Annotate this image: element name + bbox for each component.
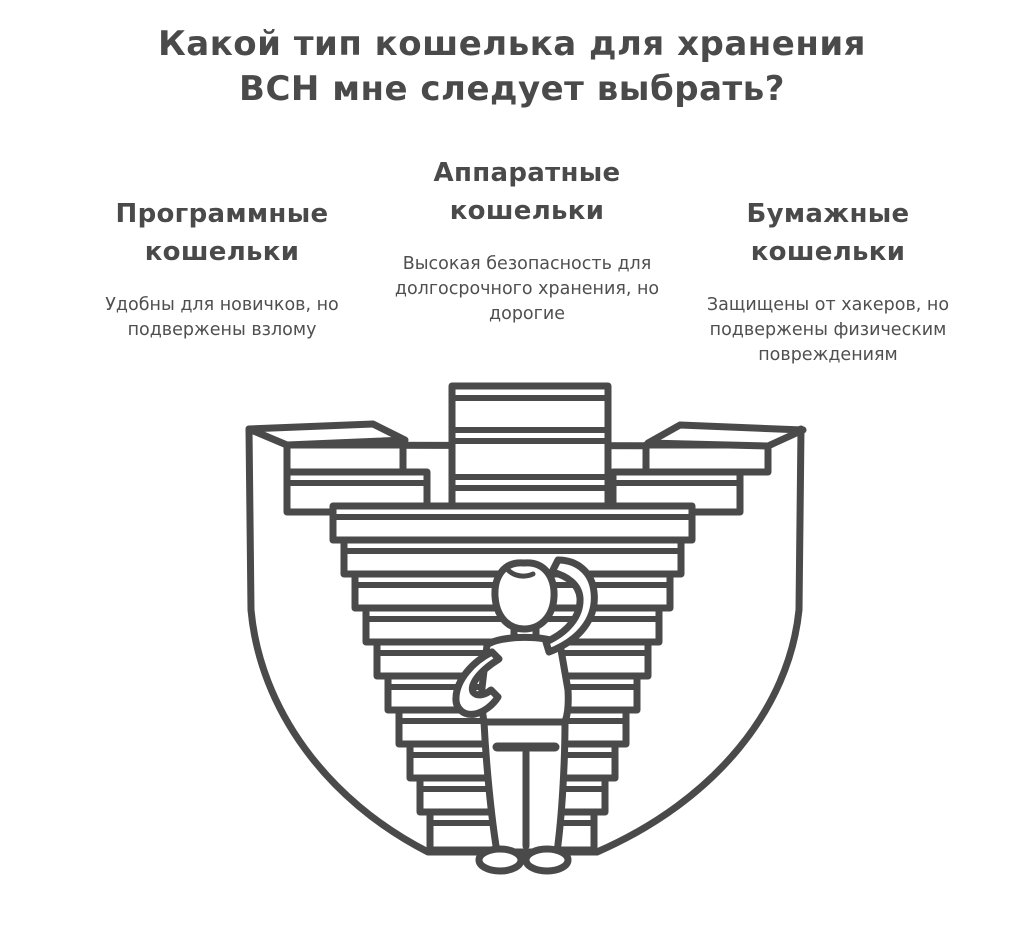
paper-wallets-heading: Бумажные кошельки: [746, 199, 910, 267]
funnel-outline: [245, 425, 805, 856]
person-head: [491, 559, 558, 633]
person-left-foot: [475, 845, 525, 875]
column-paper-wallets: Бумажные кошельки Защищены от хакеров, н…: [682, 196, 974, 368]
paper-wallets-description: Защищены от хакеров, но подвержены физич…: [706, 295, 950, 366]
person-right-arm: [542, 556, 598, 656]
software-wallets-description: Удобны для новичков, но подвержены взлом…: [105, 295, 339, 341]
page-title: Какой тип кошелька для хранения BCH мне …: [158, 24, 866, 109]
staircase-steps: [329, 502, 696, 854]
confused-person: [452, 556, 598, 875]
software-wallets-heading: Программные кошельки: [115, 199, 329, 267]
person-left-arm: [452, 648, 503, 718]
hardware-wallets-description: Высокая безопасность для долгосрочного х…: [394, 254, 660, 325]
left-platform: [245, 420, 431, 516]
person-neck: [510, 614, 540, 644]
person-torso: [478, 633, 572, 726]
column-software-wallets: Программные кошельки Удобны для новичков…: [82, 196, 362, 343]
person-pants: [480, 718, 569, 856]
right-platform: [609, 421, 807, 516]
person-right-foot: [522, 845, 572, 875]
column-hardware-wallets: Аппаратные кошельки Высокая безопасность…: [367, 155, 687, 327]
middle-platform: [448, 382, 612, 516]
hardware-wallets-heading: Аппаратные кошельки: [433, 158, 621, 226]
